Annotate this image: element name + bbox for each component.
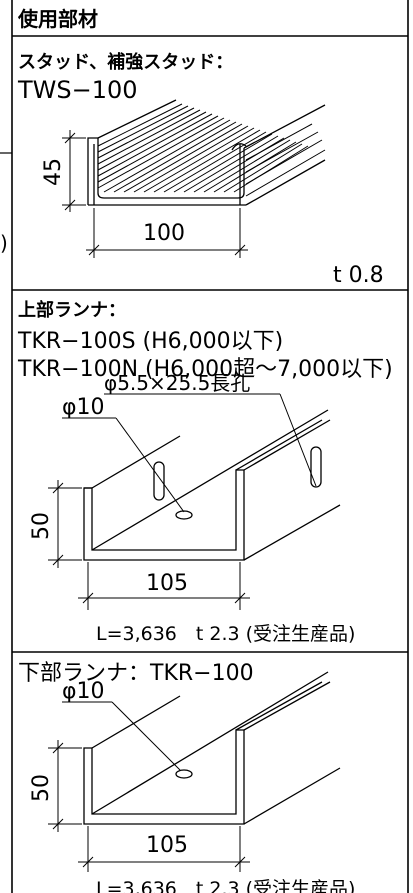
upper-runner-round-hole-label: φ10: [62, 395, 105, 420]
upper-runner-heading: 上部ランナ：: [18, 299, 126, 321]
stud-thickness-label: t 0.8: [333, 263, 384, 288]
upper-runner-drawing: [48, 393, 341, 610]
lower-runner-length-thickness: L=3,636 t 2.3 (受注生産品): [96, 878, 355, 893]
lower-runner-width-label: 105: [146, 833, 188, 858]
stud-model: TWS−100: [17, 76, 138, 104]
header-title: 使用部材: [17, 7, 98, 31]
stud-drawing: [62, 99, 326, 258]
stud-width-label: 100: [143, 221, 185, 246]
lower-runner-drawing: [48, 671, 341, 872]
upper-runner-width-label: 105: [146, 571, 188, 596]
upper-runner-length-thickness: L=3,636 t 2.3 (受注生産品): [96, 623, 355, 645]
stud-height-label: 45: [41, 158, 66, 186]
lower-runner-height-label: 50: [29, 774, 54, 802]
stud-heading: スタッド、補強スタッド：: [18, 51, 233, 73]
upper-runner-model-s: TKR−100S (H6,000以下): [17, 329, 283, 354]
left-edge-paren: ): [0, 231, 8, 255]
upper-runner-model-n: TKR−100N (H6,000超〜7,000以下): [17, 357, 393, 382]
upper-runner-height-label: 50: [29, 512, 54, 540]
upper-runner-slot-hole-label: φ5.5×25.5長孔: [104, 371, 250, 395]
lower-runner-heading: 下部ランナ：TKR−100: [18, 661, 254, 686]
lower-runner-round-hole-label: φ10: [62, 679, 105, 704]
